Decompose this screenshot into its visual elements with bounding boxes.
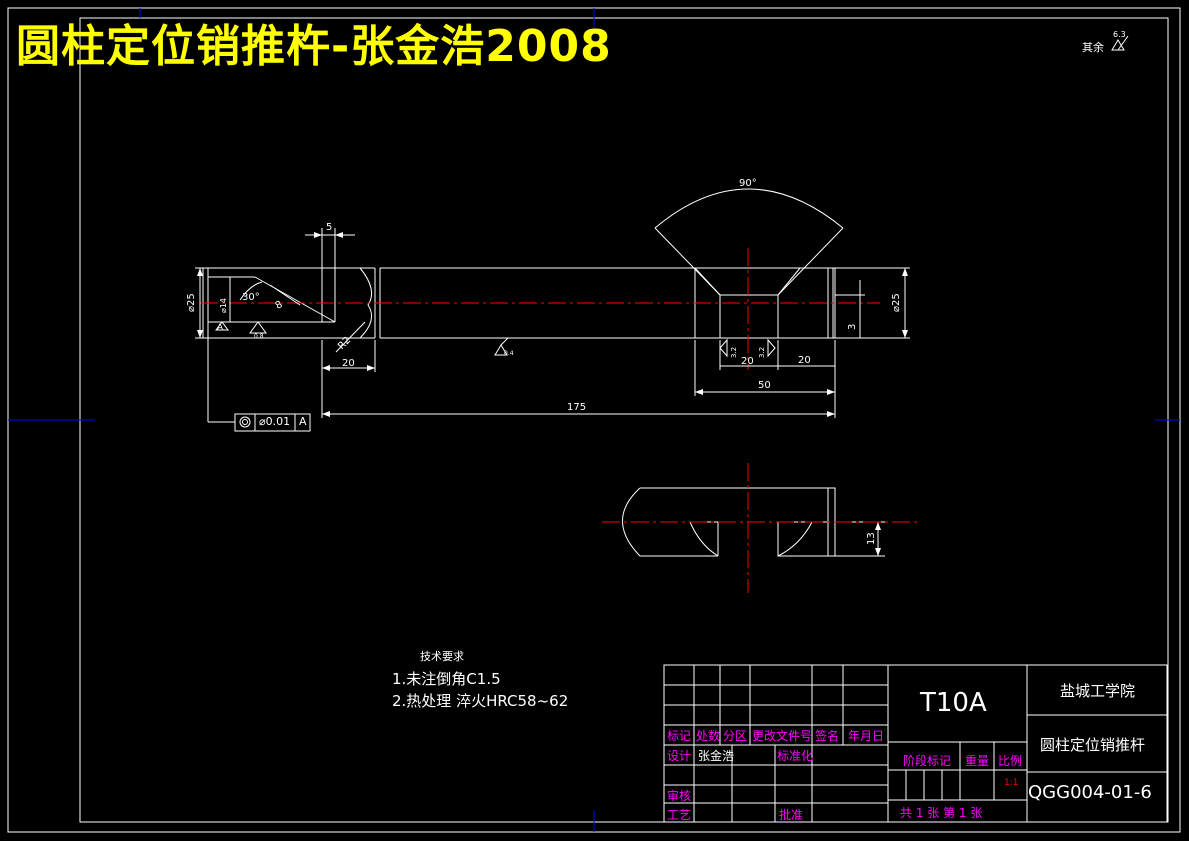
process-label: 工艺 [667, 808, 692, 822]
dim-3: 3 [847, 323, 858, 330]
title-block-grid [663, 664, 1168, 823]
dim-20-slot: 20 [741, 356, 754, 367]
tech-req-item-1: 1.未注倒角C1.5 [392, 670, 501, 688]
tolerance-datum: A [299, 415, 307, 428]
outer-frame [7, 7, 1181, 833]
dim-20-left: 20 [342, 358, 355, 369]
scale-label: 比例 [998, 754, 1023, 768]
tech-req-heading: 技术要求 [420, 650, 464, 663]
header-date: 年月日 [848, 729, 885, 743]
surface-note-prefix: 其余 [1082, 41, 1104, 54]
dim-30: 30° [242, 292, 260, 303]
dim-20-right: 20 [798, 355, 811, 366]
datum-a-left: A [217, 323, 224, 333]
tolerance-value: ⌀0.01 [259, 415, 291, 428]
designer-name: 张金浩 [698, 749, 735, 763]
stage-mark-label: 阶段标记 [903, 754, 952, 768]
dim-50: 50 [758, 380, 771, 391]
dim-175: 175 [567, 402, 587, 413]
header-sign: 签名 [815, 729, 840, 743]
scale-value: 1:1 [1004, 778, 1019, 788]
dim-dia14: ⌀14 [219, 298, 228, 313]
header-change-doc: 更改文件号 [752, 729, 813, 743]
header-count: 处数 [696, 729, 721, 743]
weight-label: 重量 [965, 754, 990, 768]
part-name: 圆柱定位销推杆 [1040, 736, 1146, 754]
approve-label: 批准 [779, 808, 804, 822]
dim-90: 90° [739, 178, 757, 189]
sheet-count: 共 1 张 第 1 张 [900, 806, 983, 820]
arrowheads [197, 232, 908, 417]
rough-left: 0.8 [254, 333, 264, 340]
drawing-number: QGG004-01-6 [1028, 782, 1152, 803]
design-label: 设计 [667, 749, 692, 763]
dim-dia25-right: ⌀25 [891, 293, 902, 312]
material: T10A [920, 688, 987, 718]
centering-marks [8, 8, 1180, 832]
header-zone: 分区 [723, 729, 748, 743]
dim-dia25-left: ⌀25 [186, 293, 197, 312]
check-label: 审核 [667, 789, 692, 803]
dim-5: 5 [326, 222, 333, 233]
standardization-label: 标准化 [777, 749, 814, 763]
angle-90-dimension [654, 188, 844, 296]
tech-req-item-2: 2.热处理 淬火HRC58~62 [392, 692, 569, 710]
roughness-symbols [215, 35, 1129, 358]
rough-slot-b: 3.2 [758, 346, 766, 358]
section-arrowheads [875, 522, 881, 556]
header-mark: 标记 [667, 729, 692, 743]
tolerance-frame [234, 413, 311, 432]
rough-main: 0.4 [504, 350, 514, 357]
school-name: 盐城工学院 [1060, 682, 1136, 700]
dimension-lines [195, 228, 910, 423]
drawing-title: 圆柱定位销推杵-张金浩2008 [16, 21, 612, 72]
dim-13: 13 [866, 532, 877, 545]
rough-slot-a: 3.2 [730, 346, 738, 358]
surface-note-value: 6.3 [1113, 30, 1126, 39]
